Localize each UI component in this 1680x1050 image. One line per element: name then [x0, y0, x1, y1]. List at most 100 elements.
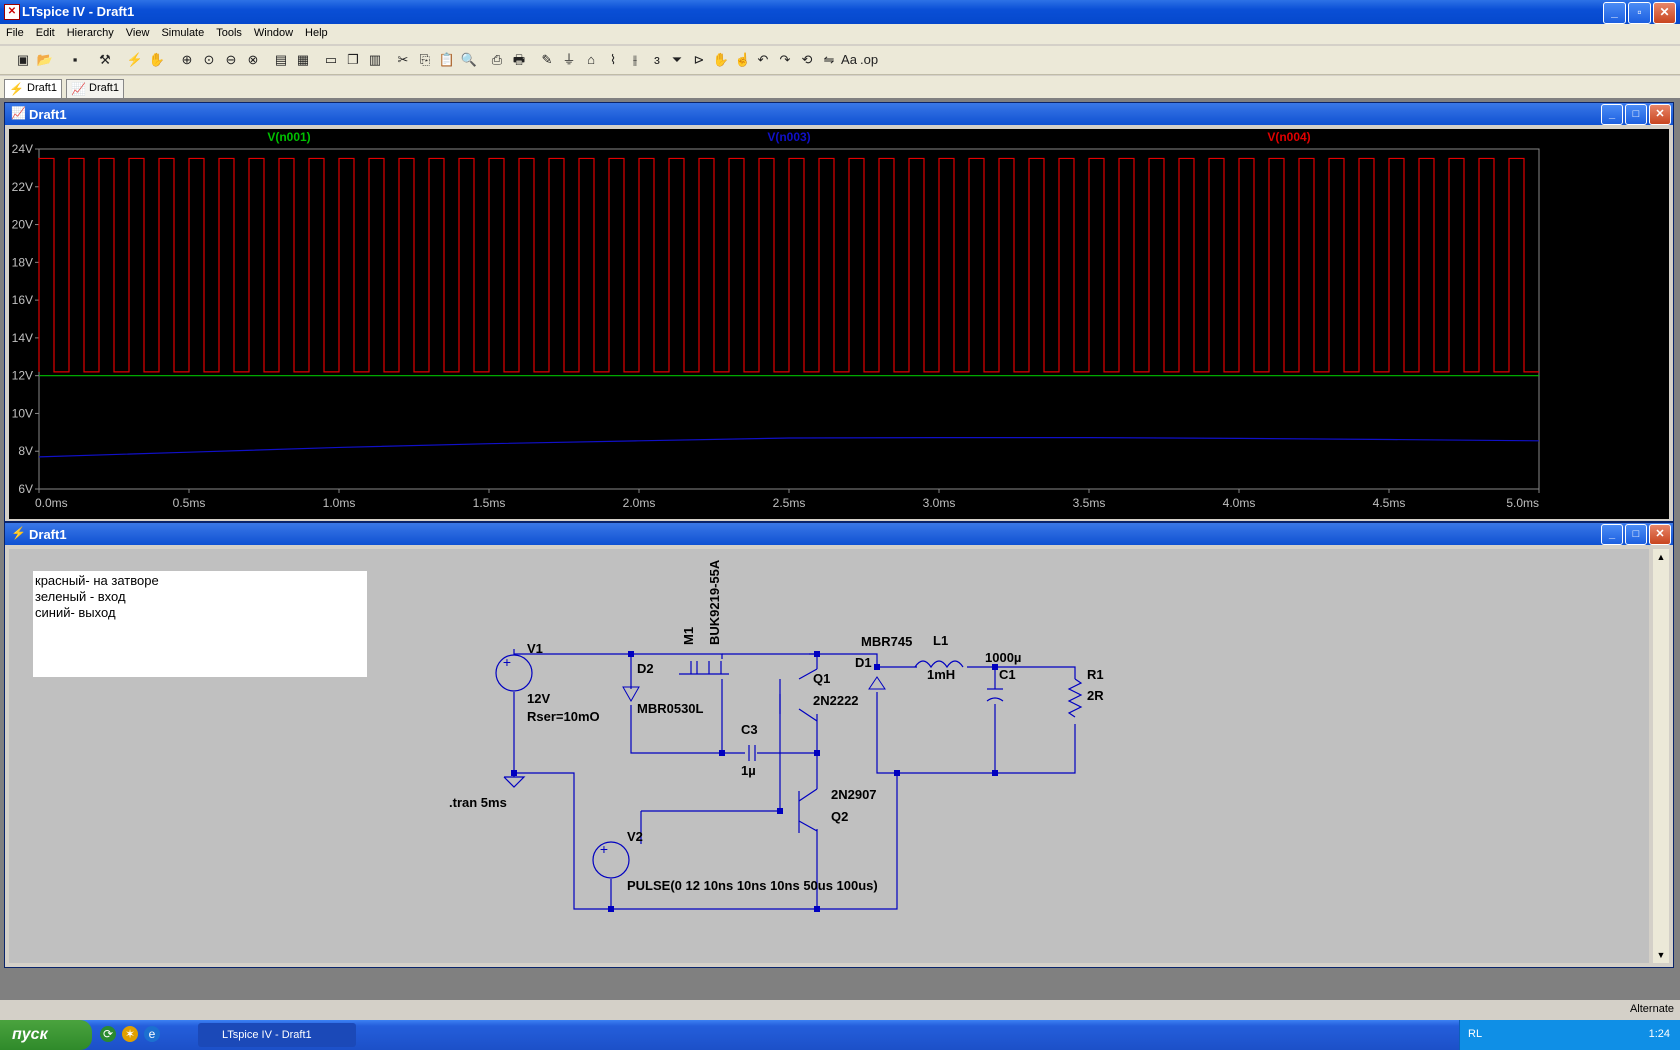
m1-model[interactable]: BUK9219-55A — [707, 559, 722, 645]
text-icon[interactable]: Aa — [841, 52, 857, 67]
resistor-icon[interactable]: ⌇ — [609, 52, 617, 67]
tab-schematic[interactable]: ⚡Draft1 — [4, 79, 62, 99]
control-panel-icon[interactable]: ⚒ — [99, 52, 111, 67]
c3-value[interactable]: 1µ — [741, 763, 756, 778]
tab-label: Draft1 — [27, 82, 57, 94]
cut-icon[interactable]: ✂ — [397, 52, 409, 67]
v1-value[interactable]: 12V — [527, 691, 550, 706]
c1-label[interactable]: C1 — [999, 667, 1016, 682]
q1-label[interactable]: Q1 — [813, 671, 830, 686]
quicklaunch-app-icon[interactable]: ✶ — [122, 1026, 138, 1042]
maximize-button[interactable]: ▫ — [1628, 2, 1651, 24]
d1-diode-symbol[interactable] — [868, 676, 886, 690]
l1-label[interactable]: L1 — [933, 633, 948, 648]
move-icon[interactable]: ✋ — [712, 52, 730, 67]
language-indicator[interactable]: RL — [1468, 1028, 1483, 1040]
close-button[interactable]: ✕ — [1649, 524, 1671, 545]
zoom-pan-icon[interactable]: ⊙ — [203, 52, 215, 67]
drag-icon[interactable]: ☝ — [734, 52, 752, 67]
cascade-icon[interactable]: ❐ — [347, 52, 359, 67]
zoom-out-icon[interactable]: ⊖ — [225, 52, 237, 67]
tile-vertical-icon[interactable]: ▥ — [368, 52, 382, 67]
d2-model[interactable]: MBR0530L — [637, 701, 704, 716]
menu-simulate[interactable]: Simulate — [161, 27, 205, 39]
save-icon[interactable]: ▪ — [72, 52, 78, 67]
redo-icon[interactable]: ↷ — [779, 52, 791, 67]
v1-label[interactable]: V1 — [527, 641, 543, 656]
menu-tools[interactable]: Tools — [216, 27, 242, 39]
clock[interactable]: 1:24 — [1648, 1028, 1670, 1040]
zoom-in-icon[interactable]: ⊕ — [181, 52, 193, 67]
diode-icon[interactable]: ⏷ — [671, 52, 683, 67]
halt-icon[interactable]: ✋ — [148, 52, 166, 67]
q1-model[interactable]: 2N2222 — [813, 693, 859, 708]
scroll-up-icon[interactable]: ▲ — [1656, 552, 1666, 562]
d1-model[interactable]: MBR745 — [861, 634, 912, 649]
ie-icon[interactable]: e — [144, 1026, 160, 1042]
q2-label[interactable]: Q2 — [831, 809, 848, 824]
c3-label[interactable]: C3 — [741, 722, 758, 737]
menu-hierarchy[interactable]: Hierarchy — [66, 27, 114, 39]
minimize-button[interactable]: _ — [1601, 524, 1623, 545]
y-tick-label: 10V — [12, 406, 33, 420]
d2-label[interactable]: D2 — [637, 661, 654, 676]
inductor-icon[interactable]: ɜ — [654, 52, 660, 67]
menu-file[interactable]: File — [6, 27, 24, 39]
grid-icon[interactable]: ▦ — [296, 52, 310, 67]
spice-directive-icon[interactable]: .op — [860, 52, 879, 67]
maximize-button[interactable]: □ — [1625, 524, 1647, 545]
tran-directive[interactable]: .tran 5ms — [449, 795, 507, 810]
v1-rser[interactable]: Rser=10mO — [527, 709, 600, 724]
wire-icon[interactable]: ✎ — [541, 52, 553, 67]
junction-dots — [511, 651, 998, 912]
minimize-button[interactable]: _ — [1603, 2, 1626, 24]
schematic-canvas[interactable]: красный- на затворе зеленый - вход синий… — [9, 549, 1649, 963]
run-icon[interactable]: ⚡ — [126, 52, 144, 67]
y-tick-label: 22V — [12, 180, 33, 194]
new-schematic-icon[interactable]: ▣ — [16, 52, 30, 67]
comment-box[interactable] — [33, 571, 367, 677]
scroll-down-icon[interactable]: ▼ — [1656, 950, 1666, 960]
c1-value[interactable]: 1000µ — [985, 650, 1021, 665]
q2-model[interactable]: 2N2907 — [831, 787, 877, 802]
print-preview-icon[interactable]: ⎙ — [491, 52, 503, 67]
open-icon[interactable]: 📂 — [36, 52, 54, 67]
m1-label[interactable]: M1 — [681, 627, 696, 645]
v2-value[interactable]: PULSE(0 12 10ns 10ns 10ns 50us 100us) — [627, 878, 878, 893]
d2-diode-symbol[interactable] — [622, 686, 640, 703]
vertical-scrollbar[interactable]: ▲ ▼ — [1653, 549, 1669, 963]
quicklaunch-app-icon[interactable]: ⟳ — [100, 1026, 116, 1042]
v2-label[interactable]: V2 — [627, 829, 643, 844]
rotate-icon[interactable]: ⟲ — [801, 52, 813, 67]
undo-icon[interactable]: ↶ — [757, 52, 769, 67]
autorange-icon[interactable]: ▤ — [274, 52, 288, 67]
close-button[interactable]: ✕ — [1649, 104, 1671, 125]
menu-edit[interactable]: Edit — [35, 27, 55, 39]
r1-label[interactable]: R1 — [1087, 667, 1104, 682]
tab-waveform[interactable]: 📈Draft1 — [66, 79, 124, 99]
menu-window[interactable]: Window — [253, 27, 294, 39]
copy-icon[interactable]: ⎘ — [419, 52, 431, 67]
tile-horizontal-icon[interactable]: ▭ — [324, 52, 338, 67]
comment-line: зеленый - вход — [35, 589, 126, 604]
r1-value[interactable]: 2R — [1087, 688, 1104, 703]
component-icon[interactable]: ⊳ — [693, 52, 705, 67]
capacitor-icon[interactable]: ⫲ — [632, 52, 638, 67]
ground-icon[interactable]: ⏚ — [562, 52, 576, 67]
l1-value[interactable]: 1mH — [927, 667, 955, 682]
minimize-button[interactable]: _ — [1601, 104, 1623, 125]
menu-help[interactable]: Help — [305, 27, 328, 39]
menu-view[interactable]: View — [125, 27, 150, 39]
paste-icon[interactable]: 📋 — [438, 52, 456, 67]
maximize-button[interactable]: □ — [1625, 104, 1647, 125]
label-net-icon[interactable]: ⌂ — [587, 52, 595, 67]
mirror-icon[interactable]: ⇋ — [823, 52, 835, 67]
d1-label[interactable]: D1 — [855, 655, 872, 670]
zoom-fit-icon[interactable]: ⊗ — [247, 52, 259, 67]
close-button[interactable]: ✕ — [1653, 2, 1676, 24]
start-button[interactable]: пуск — [0, 1020, 92, 1050]
taskbar-item-ltspice[interactable]: LTspice IV - Draft1 — [198, 1023, 356, 1047]
print-icon[interactable]: 🖶 — [512, 52, 526, 67]
find-icon[interactable]: 🔍 — [460, 52, 478, 67]
